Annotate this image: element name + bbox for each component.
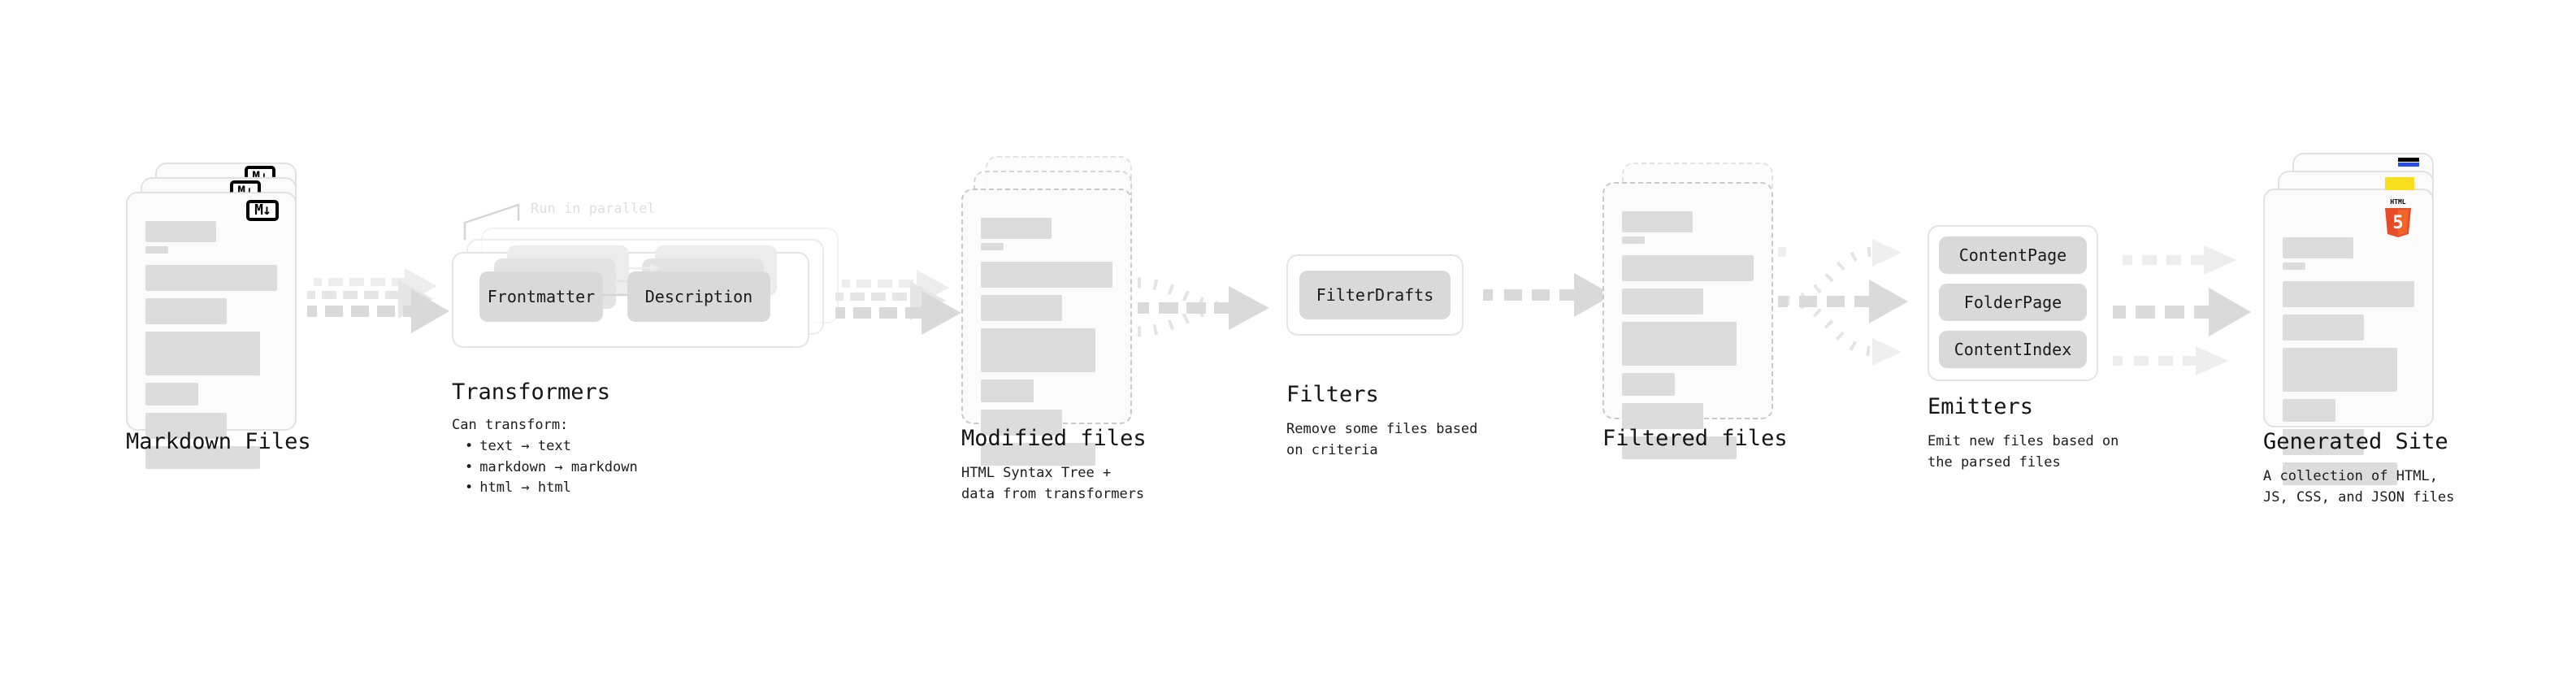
card-content — [981, 218, 1112, 466]
svg-text:5: 5 — [2392, 213, 2403, 233]
card-content — [2283, 237, 2414, 485]
content-line — [2283, 399, 2335, 422]
content-line — [145, 332, 260, 375]
content-line — [145, 383, 198, 406]
chip-label: FolderPage — [1963, 293, 2062, 312]
stage-title-emitters: Emitters — [1928, 394, 2034, 419]
card-content — [145, 221, 277, 469]
content-line — [145, 265, 277, 291]
modified-card-front — [961, 189, 1132, 466]
content-line — [981, 295, 1063, 321]
content-line — [1622, 403, 1704, 429]
content-line — [981, 243, 1004, 250]
stage-title-modified-files: Modified files — [961, 426, 1147, 451]
markdown-icon-glyph: M↓ — [254, 202, 271, 219]
chip-label: Frontmatter — [487, 287, 596, 306]
content-line — [981, 262, 1112, 288]
flow-arrow-6 — [2113, 237, 2259, 384]
content-line — [981, 410, 1063, 436]
stage-title-generated-site: Generated Site — [2263, 429, 2448, 454]
content-line — [145, 221, 217, 242]
stage-title-transformers: Transformers — [452, 380, 611, 405]
content-line — [2283, 348, 2397, 392]
card-stack — [961, 156, 1132, 466]
content-line — [1622, 288, 1704, 314]
card-stack: M↓ M↓ M↓ — [126, 163, 297, 469]
emitter-chip-contentindex[interactable]: ContentIndex — [1939, 331, 2087, 368]
svg-text:HTML: HTML — [2390, 198, 2405, 206]
content-line — [2283, 262, 2305, 270]
run-in-parallel-bracket — [463, 192, 609, 257]
content-line — [981, 328, 1095, 372]
flow-arrow-3-merge — [1137, 268, 1284, 358]
content-line — [1622, 211, 1693, 232]
chip-label: FilterDrafts — [1316, 285, 1434, 305]
css3-icon — [2398, 158, 2419, 167]
emitter-chip-folderpage[interactable]: FolderPage — [1939, 284, 2087, 321]
modified-files-stack — [961, 156, 1132, 466]
content-line — [2283, 314, 2365, 340]
filter-chip-filterdrafts[interactable]: FilterDrafts — [1299, 271, 1451, 319]
content-line — [145, 298, 228, 324]
content-line — [981, 443, 1095, 466]
filtered-files-stack — [1602, 163, 1773, 459]
list-item: markdown → markdown — [465, 458, 637, 479]
content-line — [1622, 373, 1675, 396]
generated-site-stack: HTML 5 — [2263, 153, 2434, 485]
card-stack: HTML 5 — [2263, 153, 2434, 485]
filtered-card-front — [1602, 182, 1773, 459]
transformers-caption: Can transform: — [452, 417, 569, 433]
content-line — [2283, 281, 2414, 307]
list-item: text → text — [465, 436, 638, 458]
markdown-card-front — [126, 192, 297, 469]
content-line — [1622, 255, 1754, 281]
stage-caption-emitters: Emit new files based on the parsed files — [1928, 433, 2119, 471]
stage-title-filtered-files: Filtered files — [1602, 426, 1788, 451]
content-line — [145, 246, 168, 254]
markdown-icon: M↓ — [246, 200, 279, 221]
card-stack — [1602, 163, 1773, 459]
markdown-files-stack: M↓ M↓ M↓ — [126, 163, 297, 469]
transform-list: text → text markdown → markdown html → h… — [452, 436, 638, 499]
content-line — [2283, 429, 2365, 455]
content-line — [145, 446, 260, 469]
content-line — [2283, 237, 2354, 258]
flow-arrow-5-split — [1778, 236, 1932, 374]
content-line — [1622, 436, 1737, 459]
css3-icon-bar — [2398, 163, 2419, 167]
transformer-chip-frontmatter[interactable]: Frontmatter — [479, 271, 603, 322]
content-line — [981, 380, 1034, 402]
run-in-parallel-label: Run in parallel — [531, 201, 656, 217]
content-line — [981, 218, 1052, 239]
content-line — [2283, 462, 2397, 485]
list-item: html → html — [465, 478, 638, 499]
chip-label: ContentIndex — [1954, 340, 2072, 359]
content-line — [1622, 322, 1737, 366]
stage-caption-modified-files: HTML Syntax Tree + data from transformer… — [961, 465, 1145, 502]
markdown-icon-glyph: M↓ — [252, 167, 268, 184]
card-content — [1622, 211, 1754, 459]
transformers-bullets: Can transform: text → text markdown → ma… — [452, 415, 638, 499]
stage-caption-generated-site: A collection of HTML, JS, CSS, and JSON … — [2263, 468, 2455, 505]
markdown-icon-glyph: M↓ — [237, 182, 254, 198]
stage-title-markdown-files: Markdown Files — [126, 429, 311, 454]
flow-arrow-4 — [1483, 273, 1621, 317]
javascript-icon — [2385, 177, 2414, 190]
emitter-chip-contentpage[interactable]: ContentPage — [1939, 236, 2087, 274]
transformer-chip-description[interactable]: Description — [627, 271, 770, 322]
stage-caption-filters: Remove some files based on criteria — [1286, 421, 1478, 458]
html5-icon: HTML 5 — [2380, 197, 2416, 239]
flow-arrow-1 — [307, 268, 453, 340]
chip-label: ContentPage — [1958, 245, 2067, 265]
flow-arrow-2 — [835, 270, 974, 341]
css3-icon-top — [2398, 158, 2419, 162]
content-line — [1622, 236, 1645, 244]
content-line — [145, 413, 228, 439]
stage-title-filters: Filters — [1286, 382, 1379, 407]
chip-label: Description — [644, 287, 753, 306]
markdown-icon: M↓ — [245, 166, 275, 184]
markdown-icon: M↓ — [230, 180, 261, 198]
